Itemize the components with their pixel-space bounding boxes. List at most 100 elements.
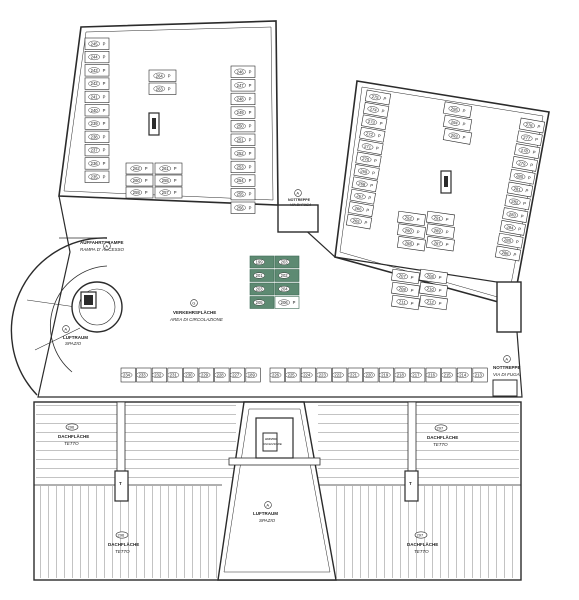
parking-slot-number: 288 — [404, 240, 412, 246]
parking-slot-number: 278 — [520, 148, 528, 154]
parking-slot-number-oval — [394, 371, 407, 379]
parking-slot: 218 — [394, 367, 410, 383]
parking-slot-number: 221 — [350, 373, 358, 378]
center-elevator-core — [262, 432, 278, 452]
parking-slot-number-oval — [354, 193, 366, 200]
parking-slot: 277 P — [516, 130, 543, 147]
parking-slot-suffix: P — [249, 178, 252, 183]
parking-slot-suffix: P — [249, 83, 252, 88]
parking-slot-number-oval — [234, 123, 246, 130]
parking-slot-suffix: P — [535, 137, 539, 142]
parking-slot-number: 283 — [508, 212, 516, 218]
parking-slot-number-oval — [88, 93, 100, 100]
parking-slot-suffix: P — [462, 108, 466, 113]
parking-slot-number-oval — [425, 371, 438, 379]
parking-slot-number: 242 — [91, 81, 99, 86]
ramp-inner-arc — [50, 265, 108, 373]
parking-slot-number: 219 — [381, 373, 389, 378]
parking-slot-number: 245 — [91, 41, 99, 46]
parking-slot-number: 273 — [367, 119, 375, 125]
emergency-stair-right-bottom — [492, 379, 518, 397]
parking-slot-number-oval — [365, 118, 378, 125]
parking-slot-number: 225 — [288, 373, 296, 378]
roof-tl-number-oval — [65, 423, 79, 431]
parking-slot-number-oval — [234, 82, 246, 89]
parking-slot-number-oval — [378, 371, 391, 379]
roof-br-number-oval — [414, 531, 428, 539]
parking-slot-suffix: P — [174, 178, 177, 183]
parking-slot-suffix: P — [366, 208, 370, 213]
parking-slot-number-oval — [278, 285, 290, 293]
parking-slot-number-oval — [234, 150, 246, 157]
parking-slot-number-oval — [521, 134, 533, 141]
parking-slot-number-oval — [456, 371, 469, 379]
emergency-top-marker: A — [296, 191, 299, 196]
parking-slot: 201 — [249, 269, 275, 282]
parking-slot-suffix: P — [145, 190, 148, 195]
parking-slot-number-oval — [278, 272, 290, 279]
parking-slot-suffix: P — [410, 275, 414, 280]
parking-slot: 205 — [249, 296, 275, 309]
parking-slot-suffix: P — [410, 288, 414, 293]
parking-slot-number: 280 — [516, 173, 524, 179]
parking-slot-number-oval — [130, 177, 143, 184]
roof-tl-number: 296 — [68, 425, 75, 430]
parking-slot-number-oval — [363, 371, 375, 379]
parking-slot-number: 251 — [237, 137, 245, 142]
parking-slot-suffix: P — [103, 81, 106, 86]
parking-slot-number: 262 — [133, 166, 141, 171]
parking-slot-number: 257 — [162, 190, 170, 195]
emergency-stair-top — [277, 204, 319, 233]
parking-slot-number-oval — [448, 132, 461, 139]
parking-slot: 189 — [245, 367, 261, 383]
roof-br-number: 297 — [417, 533, 424, 538]
roof-area-bottom-right — [336, 486, 519, 578]
ramp-subtitle: RAMPA D' ACCESSO — [80, 247, 124, 252]
center-shaft-inner — [223, 408, 331, 573]
parking-slot-number: 247 — [237, 83, 245, 88]
parking-slot-number: 220 — [366, 373, 374, 378]
parking-slot-number: 254 — [237, 178, 245, 183]
parking-slot-number-oval — [253, 285, 265, 293]
parking-slot-number: 284 — [506, 224, 514, 230]
parking-slot-number: 259 — [133, 190, 141, 195]
parking-slot-number-oval — [198, 371, 211, 379]
parking-slot-number-oval — [396, 285, 409, 293]
parking-slot-number: 277 — [523, 135, 531, 141]
parking-slot-number-oval — [396, 272, 409, 280]
parking-slot-suffix: P — [249, 96, 252, 101]
parking-slot-number: 275 — [371, 94, 379, 100]
parking-slot-suffix: P — [379, 121, 383, 126]
emergency-top-marker-circle — [294, 189, 302, 197]
center-lift-subtitle: SPAZIO — [259, 518, 276, 523]
parking-slot-suffix: P — [438, 301, 442, 306]
parking-slot-number-oval — [504, 224, 516, 231]
parking-slot-number: 294 — [450, 119, 458, 125]
parking-slot-number: 266 — [354, 206, 362, 212]
parking-slot-suffix: P — [523, 201, 527, 206]
parking-slot-number-oval — [396, 298, 409, 306]
roof-column-left — [116, 401, 126, 477]
parking-slot-number-oval — [88, 160, 100, 167]
parking-slot-number: 253 — [237, 164, 245, 169]
parking-slot-number-oval — [402, 227, 415, 234]
parking-slot: 223 — [316, 367, 332, 383]
parking-slot-number: 292 — [404, 215, 412, 221]
parking-slot-number-oval — [359, 155, 372, 163]
parking-slot-number: 261 — [162, 166, 170, 171]
parking-slot-number-oval — [300, 371, 313, 379]
circulation-marker-circle — [190, 299, 198, 307]
roof-bl-title: DACHFLÄCHE — [108, 541, 139, 547]
parking-slot-number-oval — [234, 95, 246, 102]
